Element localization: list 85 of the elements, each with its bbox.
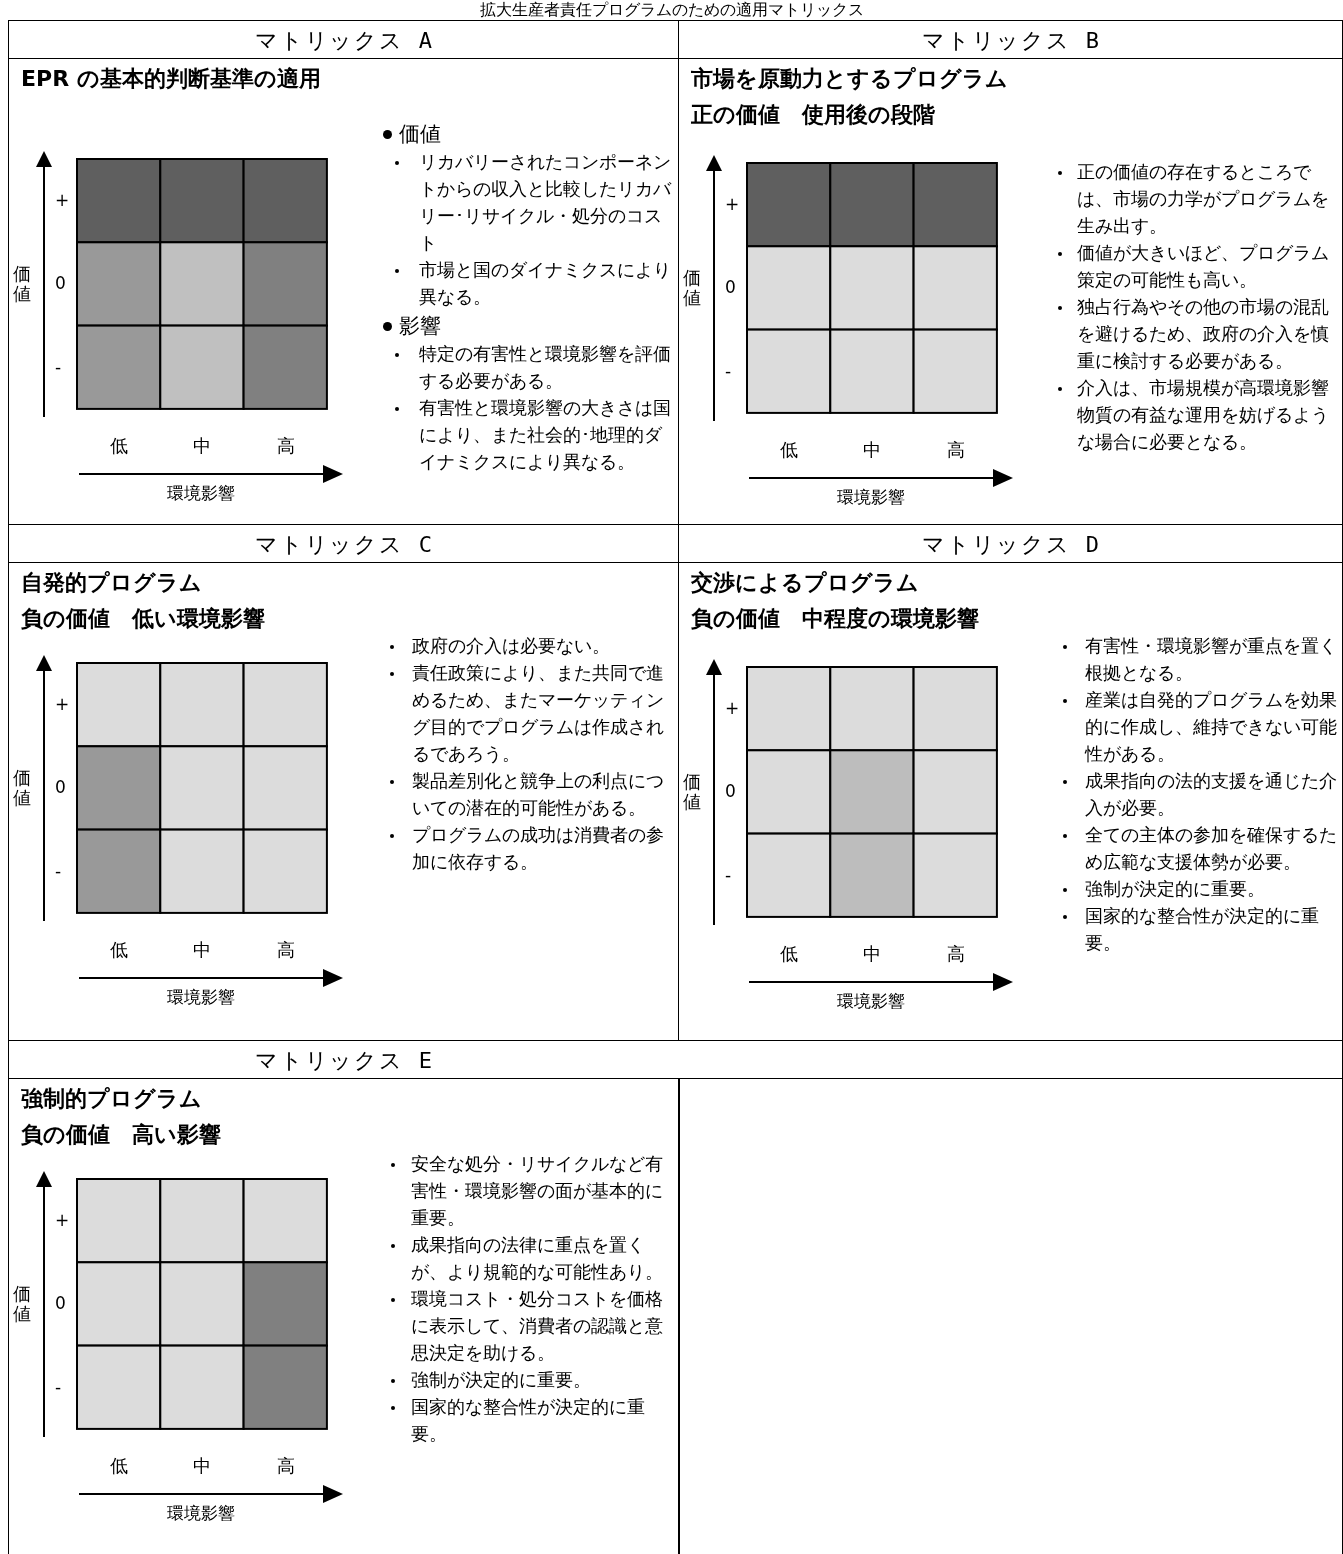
matrix-panel	[8, 524, 679, 1041]
bullet-text: プログラムの成功は消費者の参加に依存する。	[412, 824, 665, 874]
bullet-text: 国家的な整合性が決定的に重要。	[411, 1396, 646, 1446]
panel-header: マトリックス C	[255, 530, 434, 559]
panel-header: マトリックス E	[255, 1046, 434, 1075]
bullet-text: 成果指向の法律に重点を置くが、より規範的な可能性あり。	[411, 1234, 664, 1284]
bullet-text: 有害性と環境影響の大きさは国により、また社会的･地理的ダイナミクスにより異なる。	[419, 397, 672, 474]
bullet-text: 特定の有害性と環境影響を評価する必要がある。	[419, 343, 672, 393]
bullet-text: 成果指向の法的支援を通じた介入が必要。	[1085, 770, 1338, 820]
axis-label: 環境影響	[166, 1505, 236, 1522]
axis-tick-label: 中	[192, 437, 213, 455]
matrix-panel	[678, 524, 1343, 1041]
axis-label: 価値	[13, 264, 31, 304]
axis-tick-label: 高	[275, 1457, 296, 1475]
axis-tick-label: 0	[725, 783, 736, 801]
bullet-text: 価値が大きいほど、プログラム策定の可能性も高い。	[1077, 242, 1330, 292]
axis-tick-label: 高	[945, 441, 966, 459]
bullet-text: 独占行為やその他の市場の混乱を避けるため、政府の介入を慎重に検討する必要がある。	[1077, 296, 1330, 373]
axis-label: 価値	[683, 772, 701, 812]
matrix-panel	[678, 20, 1343, 525]
axis-tick-label: 0	[725, 279, 736, 297]
axis-label: 環境影響	[166, 485, 236, 502]
axis-tick-label: 中	[862, 945, 883, 963]
panel-header: マトリックス D	[922, 530, 1101, 559]
bullet-text: 産業は自発的プログラムを効果的に作成し、維持できない可能性がある。	[1085, 689, 1338, 766]
axis-label: 環境影響	[166, 989, 236, 1006]
axis-tick-label: 中	[862, 441, 883, 459]
axis-tick-label: -	[55, 1378, 62, 1396]
bullet-text: 国家的な整合性が決定的に重要。	[1085, 905, 1320, 955]
bullet-text: 市場と国のダイナミクスにより異なる。	[419, 259, 672, 309]
panel-heading: 負の価値 高い影響	[21, 1121, 221, 1149]
axis-tick-label: 高	[945, 945, 966, 963]
panel-header: マトリックス A	[255, 26, 434, 55]
bullet-text: 製品差別化と競争上の利点についての潜在的可能性がある。	[412, 770, 665, 820]
axis-tick-label: 高	[275, 437, 296, 455]
panel-heading: 交渉によるプログラム	[691, 569, 920, 597]
panel-heading: 市場を原動力とするプログラム	[691, 65, 1008, 93]
axis-tick-label: -	[725, 362, 732, 380]
axis-tick-label: 低	[109, 941, 129, 959]
bullet-text: 介入は、市場規模が高環境影響物質の有益な運用を妨げるような場合に必要となる。	[1077, 377, 1330, 454]
panel-heading: 負の価値 中程度の環境影響	[691, 605, 979, 633]
axis-label: 価値	[683, 268, 701, 308]
axis-tick-label: 高	[275, 941, 296, 959]
panel-heading: 自発的プログラム	[21, 569, 203, 597]
axis-label: 価値	[13, 768, 31, 808]
bullet-text: 政府の介入は必要ない。	[412, 635, 611, 658]
panel-heading: 強制的プログラム	[21, 1085, 203, 1113]
panel-heading: 正の価値 使用後の段階	[691, 101, 936, 129]
bullet-text: 正の価値の存在するところでは、市場の力学がプログラムを生み出す。	[1077, 161, 1330, 238]
axis-tick-label: 中	[192, 1457, 213, 1475]
bullet-text: 強制が決定的に重要。	[411, 1369, 592, 1392]
bullet-heading: 影響	[399, 313, 441, 340]
axis-tick-label: +	[55, 1212, 70, 1229]
bullet-text: 責任政策により、また共同で進めるため、またマーケッティング目的でプログラムは作成されるであろう。	[412, 662, 665, 766]
axis-tick-label: 0	[55, 275, 66, 293]
bullet-text: 環境コスト・処分コストを価格に表示して、消費者の認識と意思決定を助ける。	[411, 1288, 664, 1365]
panel-heading: 負の価値 低い環境影響	[21, 605, 265, 633]
axis-tick-label: +	[725, 196, 740, 213]
axis-label: 価値	[13, 1284, 31, 1324]
bullet-text: 強制が決定的に重要。	[1085, 878, 1266, 901]
axis-tick-label: -	[725, 866, 732, 884]
panel-heading: EPR の基本的判断基準の適用	[21, 65, 321, 93]
axis-label: 環境影響	[836, 993, 906, 1010]
axis-tick-label: -	[55, 862, 62, 880]
matrix-panel	[8, 1040, 1343, 1554]
axis-tick-label: 中	[192, 941, 213, 959]
panel-header: マトリックス B	[922, 26, 1101, 55]
axis-tick-label: -	[55, 358, 62, 376]
axis-tick-label: 0	[55, 779, 66, 797]
axis-tick-label: +	[55, 192, 70, 209]
bullet-text: 安全な処分・リサイクルなど有害性・環境影響の面が基本的に重要。	[411, 1153, 664, 1230]
bullet-text: 有害性・環境影響が重点を置く根拠となる。	[1085, 635, 1338, 685]
axis-tick-label: 0	[55, 1295, 66, 1313]
bullet-text: リカバリーされたコンポーネントからの収入と比較したリカバリー･リサイクル・処分のコスト	[419, 151, 673, 255]
bullet-text: 全ての主体の参加を確保するため広範な支援体勢が必要。	[1085, 824, 1338, 874]
axis-tick-label: 低	[779, 441, 799, 459]
bullet-heading: 価値	[399, 121, 441, 148]
axis-tick-label: 低	[109, 1457, 129, 1475]
axis-tick-label: 低	[109, 437, 129, 455]
axis-label: 環境影響	[836, 489, 906, 506]
axis-tick-label: +	[725, 700, 740, 717]
axis-tick-label: 低	[779, 945, 799, 963]
diagram-title: 拡大生産者責任プログラムのための適用マトリックス	[479, 0, 864, 20]
axis-tick-label: +	[55, 696, 70, 713]
matrix-panel	[8, 20, 679, 525]
